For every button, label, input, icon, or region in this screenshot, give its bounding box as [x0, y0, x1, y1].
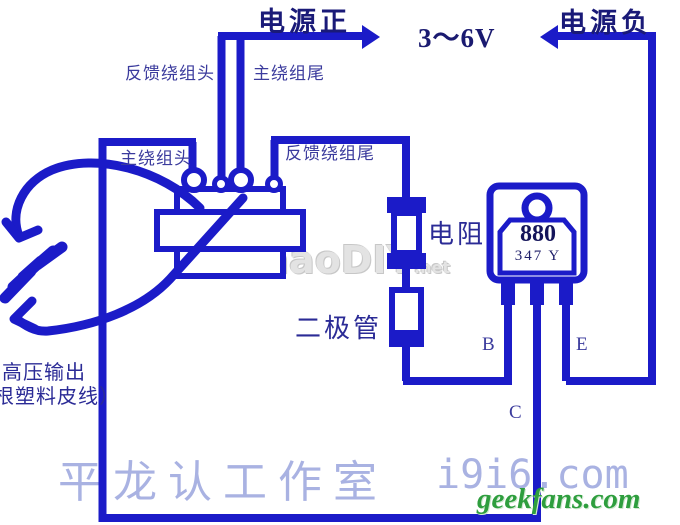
resistor-bottom-cap [387, 253, 426, 269]
feedback-winding-head-label: 反馈绕组头 [125, 64, 215, 83]
resistor [387, 197, 426, 269]
voltage-label: 3～6V [418, 23, 496, 53]
pin-e-label: E [576, 334, 588, 355]
diode-label: 二极管 [295, 314, 383, 343]
power-positive-arrowhead [362, 25, 380, 49]
pin-b-label: B [482, 334, 495, 355]
main-winding-tail-label: 主绕组尾 [253, 64, 325, 83]
transistor-label-plate [497, 217, 577, 276]
transistor-leg-c [530, 278, 544, 305]
power-positive-rail [217, 32, 362, 176]
terminal-main-head [181, 167, 207, 193]
resistor-label: 电阻 [428, 220, 487, 249]
freehand-annotations [0, 158, 248, 336]
transistor-leg-b [501, 278, 515, 305]
diode-cathode-band [392, 330, 421, 344]
feedback-winding-tail-label: 反馈绕组尾 [285, 144, 375, 163]
diode-b-link-wire [402, 344, 508, 385]
terminal-feedback-head [212, 175, 230, 193]
terminal-feedback-tail [265, 175, 283, 193]
transformer [154, 167, 306, 279]
freehand-sweep-arrowhead [9, 296, 40, 334]
power-negative-rail [558, 32, 656, 385]
watermark-studio: 平龙认工作室 [58, 458, 388, 507]
transistor-hole [521, 192, 553, 224]
freehand-loop-arrow [11, 158, 205, 241]
pin-c-label: C [509, 402, 522, 423]
main-winding-head-label: 主绕组头 [120, 149, 192, 168]
transistor-marking: 347 Y [514, 248, 562, 264]
feedback-tail-wire [270, 136, 410, 197]
freehand-scribble [0, 241, 68, 304]
power-negative-arrowhead [540, 25, 558, 49]
freehand-loop-arrowhead [1, 217, 43, 243]
wiring [98, 32, 656, 522]
transistor-part-number: 880 [520, 221, 556, 247]
resistor-body [391, 210, 422, 256]
resistor-top-cap [387, 197, 426, 213]
power-negative-label: 电源负 [559, 8, 652, 38]
transistor-leg-e [559, 278, 573, 305]
hv-output-line1: 高压输出 [2, 362, 86, 384]
main-head-wire [98, 138, 541, 522]
power-positive-label: 电源正 [258, 7, 351, 37]
transistor-package [486, 182, 588, 305]
diode [389, 287, 424, 347]
hv-output-line2: 根塑料皮线） [0, 386, 120, 408]
watermark-geekfans: geekfans.com [477, 483, 641, 515]
watermark-site: i9i6.com [436, 452, 629, 498]
terminal-main-tail [228, 167, 254, 193]
